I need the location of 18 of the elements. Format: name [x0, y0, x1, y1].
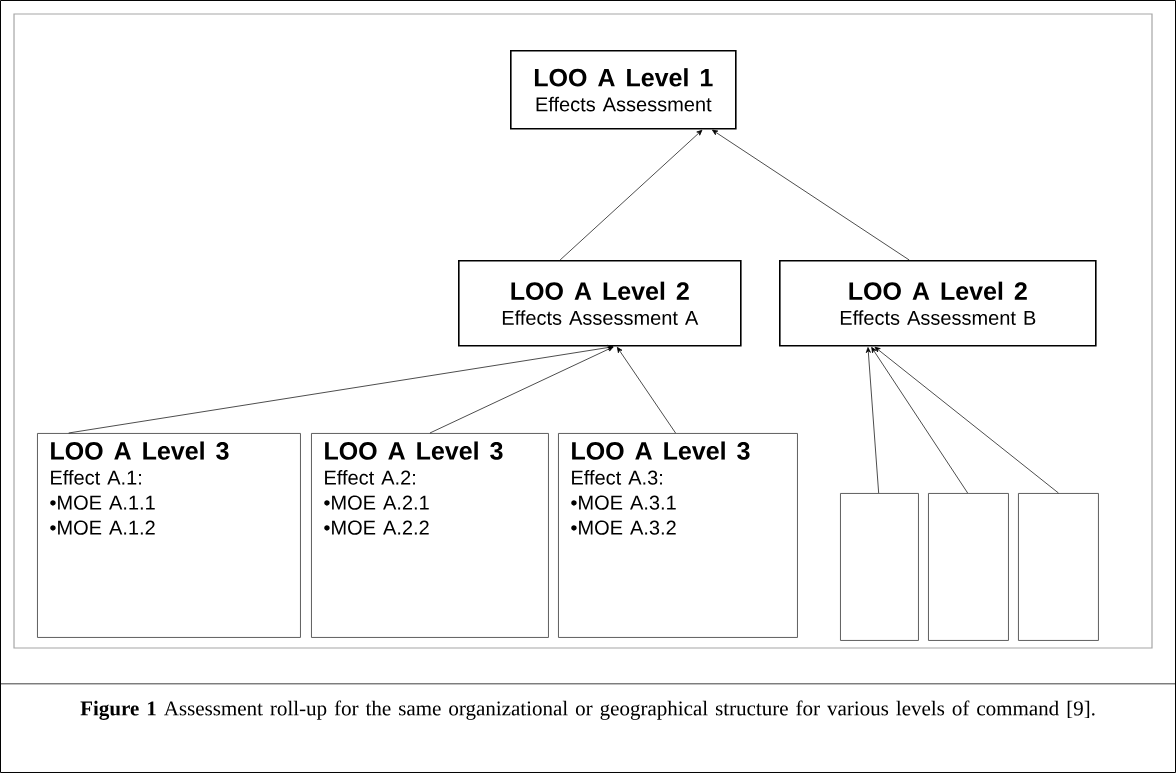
- empty-box: [840, 493, 919, 641]
- arrow: [874, 346, 1059, 494]
- arrow: [865, 347, 879, 494]
- arrow: [871, 347, 968, 494]
- text-box: LOO A Level 3 Effect A.3: •MOE A.3.1 •MOE A.3.2: [558, 433, 798, 638]
- arrow: [429, 346, 614, 434]
- empty-box: [1018, 493, 1099, 641]
- arrow: [712, 129, 910, 261]
- text-box: LOO A Level 3 Effect A.1: •MOE A.1.1 •MOE A.1.2: [37, 433, 301, 638]
- text-box: LOO A Level 2 Effects Assessment A: [458, 260, 742, 347]
- arrow: [616, 346, 676, 434]
- text-box: LOO A Level 1 Effects Assessment: [510, 50, 737, 130]
- caption: Figure 1 Assessment roll-up for the same organizational or geographical structure for various levels of command [9].: [80, 700, 1095, 720]
- empty-box: [928, 493, 1009, 641]
- text-box: LOO A Level 3 Effect A.2: •MOE A.2.1 •MOE A.2.2: [311, 433, 549, 638]
- arrow: [559, 129, 703, 261]
- arrow: [68, 345, 614, 434]
- text-box: LOO A Level 2 Effects Assessment B: [779, 260, 1097, 347]
